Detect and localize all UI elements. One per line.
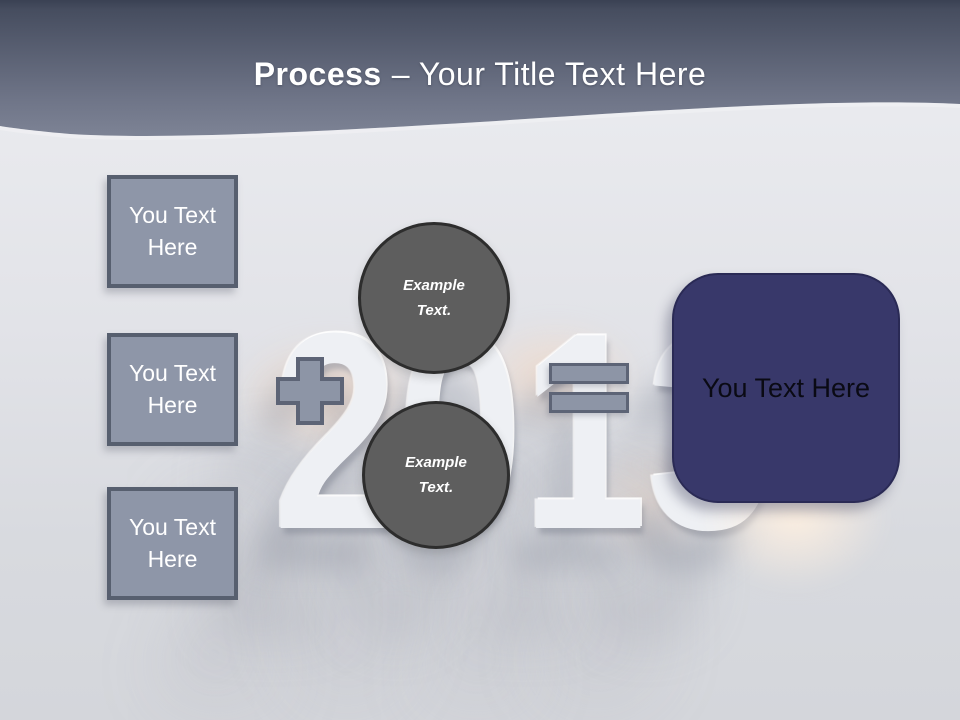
circle-label: Example Text. — [403, 276, 465, 320]
result-label: You Text Here — [701, 372, 871, 403]
plus-icon — [276, 357, 344, 425]
equals-icon — [549, 363, 629, 413]
slide-title[interactable]: Process– Your Title Text Here — [0, 56, 960, 93]
equals-bar — [549, 392, 629, 413]
left-placeholder-box-3[interactable]: You Text Here — [107, 487, 238, 600]
left-placeholder-box-2[interactable]: You Text Here — [107, 333, 238, 446]
placeholder-label: You Text Here — [129, 514, 216, 572]
slide-title-rest: – Your Title Text Here — [391, 56, 707, 92]
header-wave-shape — [0, 0, 960, 140]
left-placeholder-box-1[interactable]: You Text Here — [107, 175, 238, 288]
example-circle-2[interactable]: Example Text. — [362, 401, 510, 549]
result-box[interactable]: You Text Here — [672, 273, 900, 503]
header-band: Process– Your Title Text Here — [0, 0, 960, 142]
equals-bar — [549, 363, 629, 384]
placeholder-label: You Text Here — [129, 202, 216, 260]
circle-label: Example Text. — [405, 453, 467, 497]
example-circle-1[interactable]: Example Text. — [358, 222, 510, 374]
slide-title-emphasis: Process — [253, 56, 382, 92]
placeholder-label: You Text Here — [129, 360, 216, 418]
